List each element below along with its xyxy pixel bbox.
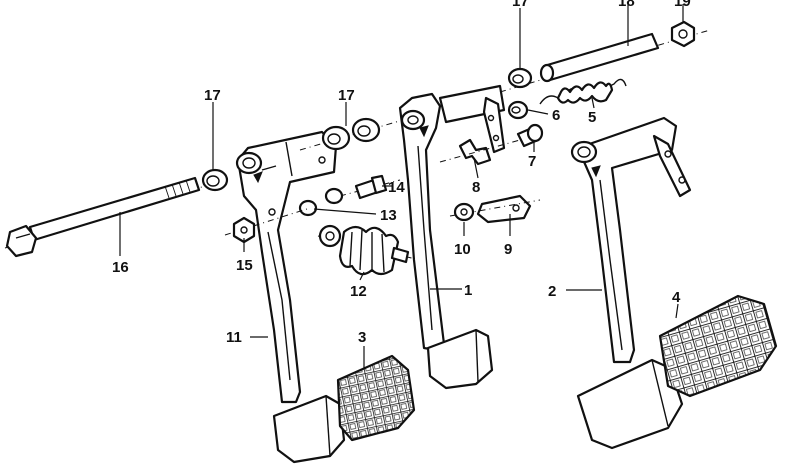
callout-2: 2	[548, 283, 556, 300]
callout-16: 16	[112, 259, 129, 276]
callout-15: 15	[236, 257, 253, 274]
callout-3: 3	[358, 329, 366, 346]
bushings-17-middle	[299, 114, 421, 151]
bushing-17-left	[201, 168, 229, 192]
pedal-2	[570, 116, 692, 450]
nut-15	[232, 216, 256, 244]
spring-5	[539, 78, 627, 105]
callout-labels: 1 2 3 4 5 6 7 8 9 10 11 12 13 14 15 16 1…	[112, 0, 691, 346]
callout-14: 14	[388, 179, 405, 196]
pedal-1	[398, 84, 506, 390]
callout-5: 5	[588, 109, 596, 126]
leader-lines	[119, 4, 684, 368]
rubber-pad-4	[658, 294, 778, 398]
callout-18: 18	[618, 0, 635, 10]
bolt-7	[516, 123, 544, 148]
long-bolt-16	[4, 176, 206, 258]
rubber-pad-3	[336, 354, 416, 442]
nut-19	[670, 20, 696, 48]
callout-19: 19	[674, 0, 691, 10]
pedal-pad-base-11	[272, 394, 346, 464]
callout-8: 8	[472, 179, 480, 196]
spring-assembly-12	[317, 224, 421, 276]
callout-10: 10	[454, 241, 471, 258]
callout-11: 11	[226, 329, 242, 346]
washer-13	[224, 199, 318, 236]
callout-17-left: 17	[204, 87, 221, 104]
bushing-6	[507, 100, 529, 120]
callout-7: 7	[528, 153, 536, 170]
nut-10	[453, 202, 475, 222]
callout-12: 12	[350, 283, 367, 300]
bushing-17-top	[507, 67, 533, 89]
callout-6: 6	[552, 107, 560, 124]
clevis-9	[449, 194, 541, 224]
callout-17-middle: 17	[338, 87, 355, 104]
callout-9: 9	[504, 241, 512, 258]
callout-17-top: 17	[512, 0, 529, 10]
bolt-14	[324, 174, 401, 205]
callout-13: 13	[380, 207, 397, 224]
callout-4: 4	[672, 289, 681, 306]
clip-8	[439, 138, 521, 166]
callout-1: 1	[464, 282, 472, 299]
